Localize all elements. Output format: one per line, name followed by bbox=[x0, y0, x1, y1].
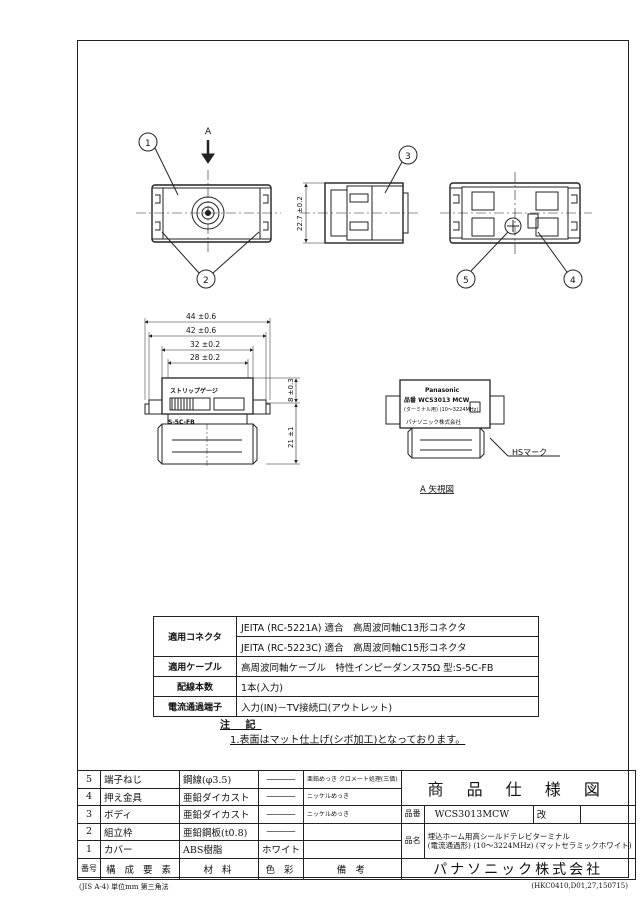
hs-mark-label: HSマーク bbox=[512, 448, 547, 457]
notes-title: 注 記 bbox=[220, 720, 262, 731]
spec-cable-value: 高周波同軸ケーブル 特性インピーダンス75Ω 型:S-5C-FB bbox=[236, 656, 539, 677]
spec-connector-header: 適用コネクタ bbox=[153, 616, 237, 657]
spec-connector-1: JEITA (RC-5221A) 適合 高周波同軸C13形コネクタ bbox=[236, 616, 539, 637]
spec-cable-header: 適用ケーブル bbox=[153, 656, 237, 677]
part-material: 鋼線(φ3.5) bbox=[179, 770, 259, 789]
parts-row: 5 端子ねじ 鋼線(φ3.5) ――― 亜鉛めっき クロメート処理(三価) 商 … bbox=[77, 770, 636, 806]
footer-right: (HKC0410,D01,27,150715) bbox=[531, 882, 628, 890]
parts-row: 3 ボディ 亜鉛ダイカスト ――― ニッケルめっき 品番 WCS3013MCW … bbox=[77, 805, 636, 824]
part-remarks bbox=[303, 840, 402, 859]
technical-drawing: A 1 2 3 4 5 22.7 ±0.2 44 ±0.6 42 ±0.6 32… bbox=[136, 127, 592, 495]
part-name: ボディ bbox=[100, 805, 180, 824]
part-remarks: ニッケルめっき bbox=[303, 787, 402, 806]
spec-terminal-header: 電流通過端子 bbox=[153, 696, 237, 717]
side-view bbox=[300, 145, 418, 244]
header-no: 番号 bbox=[77, 857, 101, 880]
part-no: 2 bbox=[77, 822, 101, 841]
part-name: 組立枠 bbox=[100, 822, 180, 841]
spec-wires-value: 1本(入力) bbox=[236, 676, 539, 697]
part-remarks: 亜鉛めっき クロメート処理(三価) bbox=[303, 770, 402, 789]
dim-42: 42 ±0.6 bbox=[186, 326, 216, 335]
part-color: ――― bbox=[257, 822, 305, 841]
part-no: 1 bbox=[77, 840, 101, 859]
balloon-4-label: 4 bbox=[570, 276, 576, 286]
part-material: 亜鉛鋼板(t0.8) bbox=[179, 822, 259, 841]
part-color: ――― bbox=[257, 787, 305, 806]
label-line2: (ターミナル用) (10～3224MHz) bbox=[404, 406, 478, 413]
company-name: パナソニック株式会社 bbox=[400, 857, 636, 880]
notes-line-1: 1.表面はマット仕上げ(シボ加工)となっております。 bbox=[230, 735, 466, 746]
header-material: 材 料 bbox=[179, 857, 259, 880]
notes-block: 注 記 1.表面はマット仕上げ(シボ加工)となっております。 bbox=[220, 718, 465, 748]
parts-row: 4 押え金具 亜鉛ダイカスト ――― ニッケルめっき bbox=[77, 787, 636, 806]
balloon-2-label: 2 bbox=[203, 276, 209, 286]
product-name: 埋込ホーム用高シールドテレビターミナル (電流通過形) (10～3224MHz)… bbox=[423, 822, 636, 859]
rear-view bbox=[440, 172, 592, 289]
parts-row: 2 組立枠 亜鉛鋼板(t0.8) ――― 品名 埋込ホーム用高シールドテレビター… bbox=[77, 822, 636, 859]
front-view bbox=[136, 132, 281, 289]
header-remarks: 備 考 bbox=[303, 857, 402, 880]
title-block: 5 端子ねじ 鋼線(φ3.5) ――― 亜鉛めっき クロメート処理(三価) 商 … bbox=[77, 770, 636, 880]
spec-table: 適用コネクタ JEITA (RC-5221A) 適合 高周波同軸C13形コネクタ… bbox=[153, 616, 539, 717]
revision-label: 改 bbox=[532, 805, 581, 824]
dim-8: 8 ±0.3 bbox=[287, 378, 295, 402]
balloon-3-label: 3 bbox=[405, 152, 411, 162]
spec-connector-2: JEITA (RC-5223C) 適合 高周波同軸C15形コネクタ bbox=[236, 636, 539, 657]
document-title: 商 品 仕 様 図 bbox=[400, 770, 636, 806]
part-name: カバー bbox=[100, 840, 180, 859]
dim-44: 44 ±0.6 bbox=[186, 312, 216, 321]
part-color: ――― bbox=[257, 770, 305, 789]
part-name: 端子ねじ bbox=[100, 770, 180, 789]
label-model: 品番 WCS3013 MCW bbox=[404, 396, 470, 404]
balloon-1-label: 1 bbox=[145, 139, 151, 149]
part-no: 4 bbox=[77, 787, 101, 806]
part-color: ――― bbox=[257, 805, 305, 824]
product-name-line-2: (電流通過形) (10～3224MHz) (マットセラミックホワイト) bbox=[427, 840, 632, 850]
header-name: 構 成 要 素 bbox=[100, 857, 180, 880]
header-color: 色 彩 bbox=[257, 857, 305, 880]
spec-terminal-value: 入力(IN)－TV接続口(アウトレット) bbox=[236, 696, 539, 717]
part-no: 5 bbox=[77, 770, 101, 789]
arrow-a-view bbox=[385, 379, 560, 459]
parts-row: 1 カバー ABS樹脂 ホワイト bbox=[77, 840, 636, 859]
part-no: 3 bbox=[77, 805, 101, 824]
dimension-view bbox=[144, 318, 300, 468]
dim-21: 21 ±1 bbox=[287, 427, 295, 448]
label-line3: パナソニック株式会社 bbox=[406, 418, 462, 426]
label-brand: Panasonic bbox=[425, 387, 460, 394]
cable-type-label: S-5C-FB bbox=[168, 419, 195, 426]
part-remarks bbox=[303, 822, 402, 841]
hinmei-label: 品名 bbox=[400, 822, 425, 859]
hinban-label: 品番 bbox=[400, 805, 425, 824]
dim-32: 32 ±0.2 bbox=[190, 340, 220, 349]
parts-header-row: 番号 構 成 要 素 材 料 色 彩 備 考 パナソニック株式会社 bbox=[77, 857, 636, 880]
product-code: WCS3013MCW bbox=[423, 805, 534, 824]
part-material: 亜鉛ダイカスト bbox=[179, 787, 259, 806]
height-dim-label: 22.7 ±0.2 bbox=[296, 196, 304, 231]
footer-left: (JIS A-4) 単位mm 第三角法 bbox=[79, 883, 169, 891]
balloon-5-label: 5 bbox=[463, 276, 469, 286]
revision-value bbox=[579, 805, 636, 824]
part-material: ABS樹脂 bbox=[179, 840, 259, 859]
arrow-a-label: A bbox=[205, 127, 212, 137]
part-name: 押え金具 bbox=[100, 787, 180, 806]
part-color: ホワイト bbox=[257, 840, 305, 859]
spec-wires-header: 配線本数 bbox=[153, 676, 237, 697]
strip-gauge-label: ストリップゲージ bbox=[170, 387, 218, 395]
part-material: 亜鉛ダイカスト bbox=[179, 805, 259, 824]
part-remarks: ニッケルめっき bbox=[303, 805, 402, 824]
product-name-line-1: 埋込ホーム用高シールドテレビターミナル bbox=[427, 831, 570, 841]
dim-28: 28 ±0.2 bbox=[190, 353, 220, 362]
view-caption: A 矢視図 bbox=[420, 484, 454, 495]
